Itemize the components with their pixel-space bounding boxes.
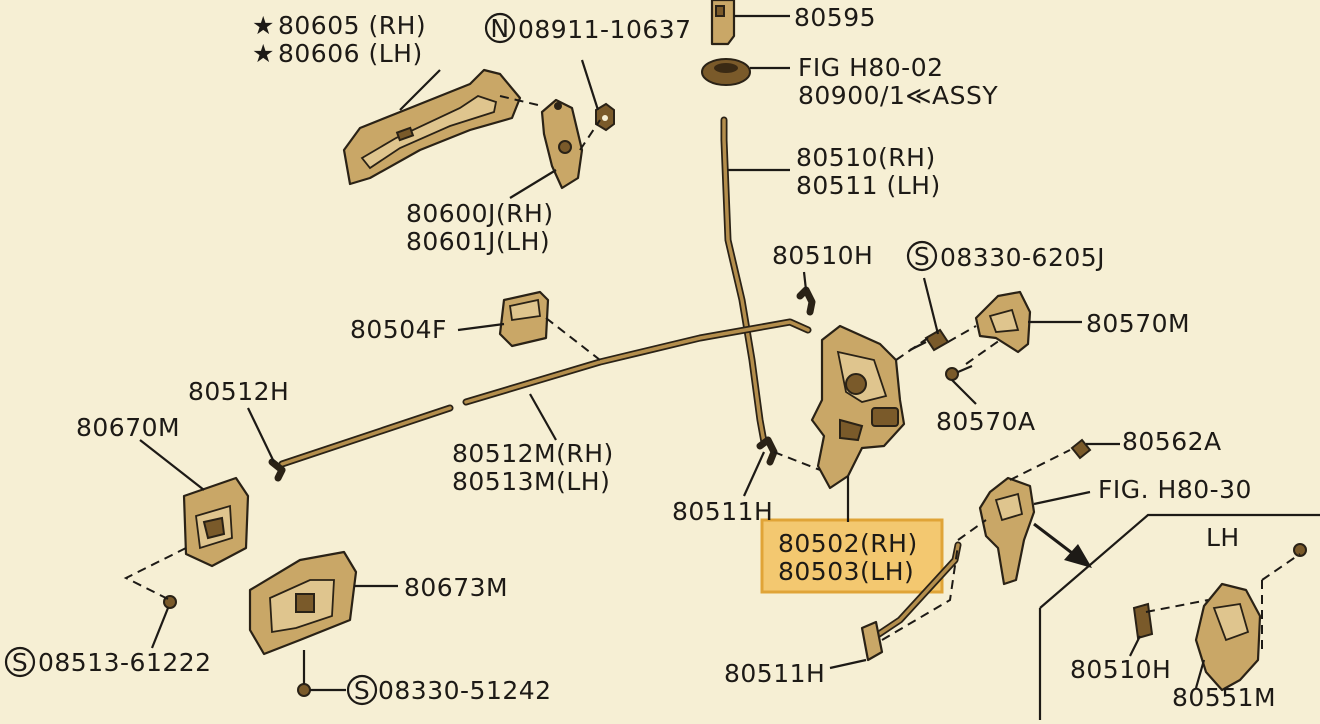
label-80503: 80503(LH)	[778, 557, 914, 586]
outside-handle	[342, 68, 522, 186]
label-80513m: 80513M(LH)	[452, 467, 610, 496]
handle-bracket	[540, 98, 584, 190]
label-80512h: 80512H	[188, 377, 289, 406]
inset-lock	[1194, 582, 1262, 692]
clip-80511h-mid	[756, 436, 778, 466]
cover-80570m	[974, 290, 1032, 354]
label-80673m: 80673M	[404, 573, 508, 602]
arrow-to-inset	[1033, 522, 1092, 568]
s-symbol-08513: S	[4, 646, 36, 678]
inset-clip-80510h	[1132, 602, 1154, 640]
label-lh: LH	[1206, 523, 1240, 552]
rod-80512m	[278, 318, 812, 468]
label-80605: 80605 (RH)	[278, 11, 426, 40]
inside-handle-80670m	[182, 476, 250, 568]
door-lock-assembly	[810, 324, 906, 490]
label-80670m: 80670M	[76, 413, 180, 442]
n-symbol: N	[484, 12, 516, 44]
n-mark: N	[490, 14, 509, 43]
clip-80512h	[268, 458, 286, 482]
label-80504f: 80504F	[350, 315, 447, 344]
highlight-box	[760, 518, 944, 594]
label-80511h-bottom: 80511H	[724, 659, 825, 688]
label-80512m: 80512M(RH)	[452, 439, 614, 468]
s-mark-1: S	[914, 242, 930, 271]
label-80510-rh: 80510(RH)	[796, 143, 936, 172]
actuator	[978, 476, 1036, 586]
leader-lines	[139, 14, 1206, 692]
s-symbol-51242: S	[346, 674, 378, 706]
s-symbol-6205: S	[906, 240, 938, 272]
clip-80511h-bottom	[860, 620, 884, 662]
label-08330-51242: 08330-51242	[378, 676, 552, 705]
bezel-80673m	[248, 550, 358, 656]
label-80551m: 80551M	[1172, 683, 1276, 712]
label-80600j: 80600J(RH)	[406, 199, 554, 228]
label-80601j: 80601J(LH)	[406, 227, 550, 256]
s-mark-3: S	[354, 676, 370, 705]
rod-80510	[720, 116, 768, 446]
label-08330-6205j: 08330-6205J	[940, 243, 1105, 272]
label-80562a: 80562A	[1122, 427, 1222, 456]
s-mark-2: S	[12, 648, 28, 677]
screw-80570a	[945, 364, 973, 381]
label-80900: 80900/1≪ASSY	[798, 81, 998, 110]
nut-08911	[595, 102, 615, 132]
screw-80562a	[1070, 438, 1092, 460]
inset-screw	[1293, 543, 1307, 557]
screw-08330-51242	[297, 683, 311, 697]
label-80606: 80606 (LH)	[278, 39, 423, 68]
label-80570a: 80570A	[936, 407, 1036, 436]
inset-frame	[1039, 513, 1320, 609]
label-08911: 08911-10637	[518, 15, 692, 44]
grommet	[701, 58, 751, 86]
label-80510h-inset: 80510H	[1070, 655, 1171, 684]
label-fig-h80-30: FIG. H80-30	[1098, 475, 1252, 504]
star-icon-2: ★	[252, 39, 275, 68]
dashed-lines	[123, 95, 1301, 650]
label-80595: 80595	[794, 3, 876, 32]
label-80502: 80502(RH)	[778, 529, 918, 558]
label-80510h: 80510H	[772, 241, 873, 270]
guide-80504f	[498, 290, 550, 348]
label-80511-lh: 80511 (LH)	[796, 171, 941, 200]
label-80511h-mid: 80511H	[672, 497, 773, 526]
label-80570m: 80570M	[1086, 309, 1190, 338]
label-08513: 08513-61222	[38, 648, 212, 677]
star-icon-1: ★	[252, 11, 275, 40]
clip-80595	[710, 0, 736, 46]
label-fig-h80-02: FIG H80-02	[798, 53, 944, 82]
clip-80510h	[796, 286, 816, 316]
